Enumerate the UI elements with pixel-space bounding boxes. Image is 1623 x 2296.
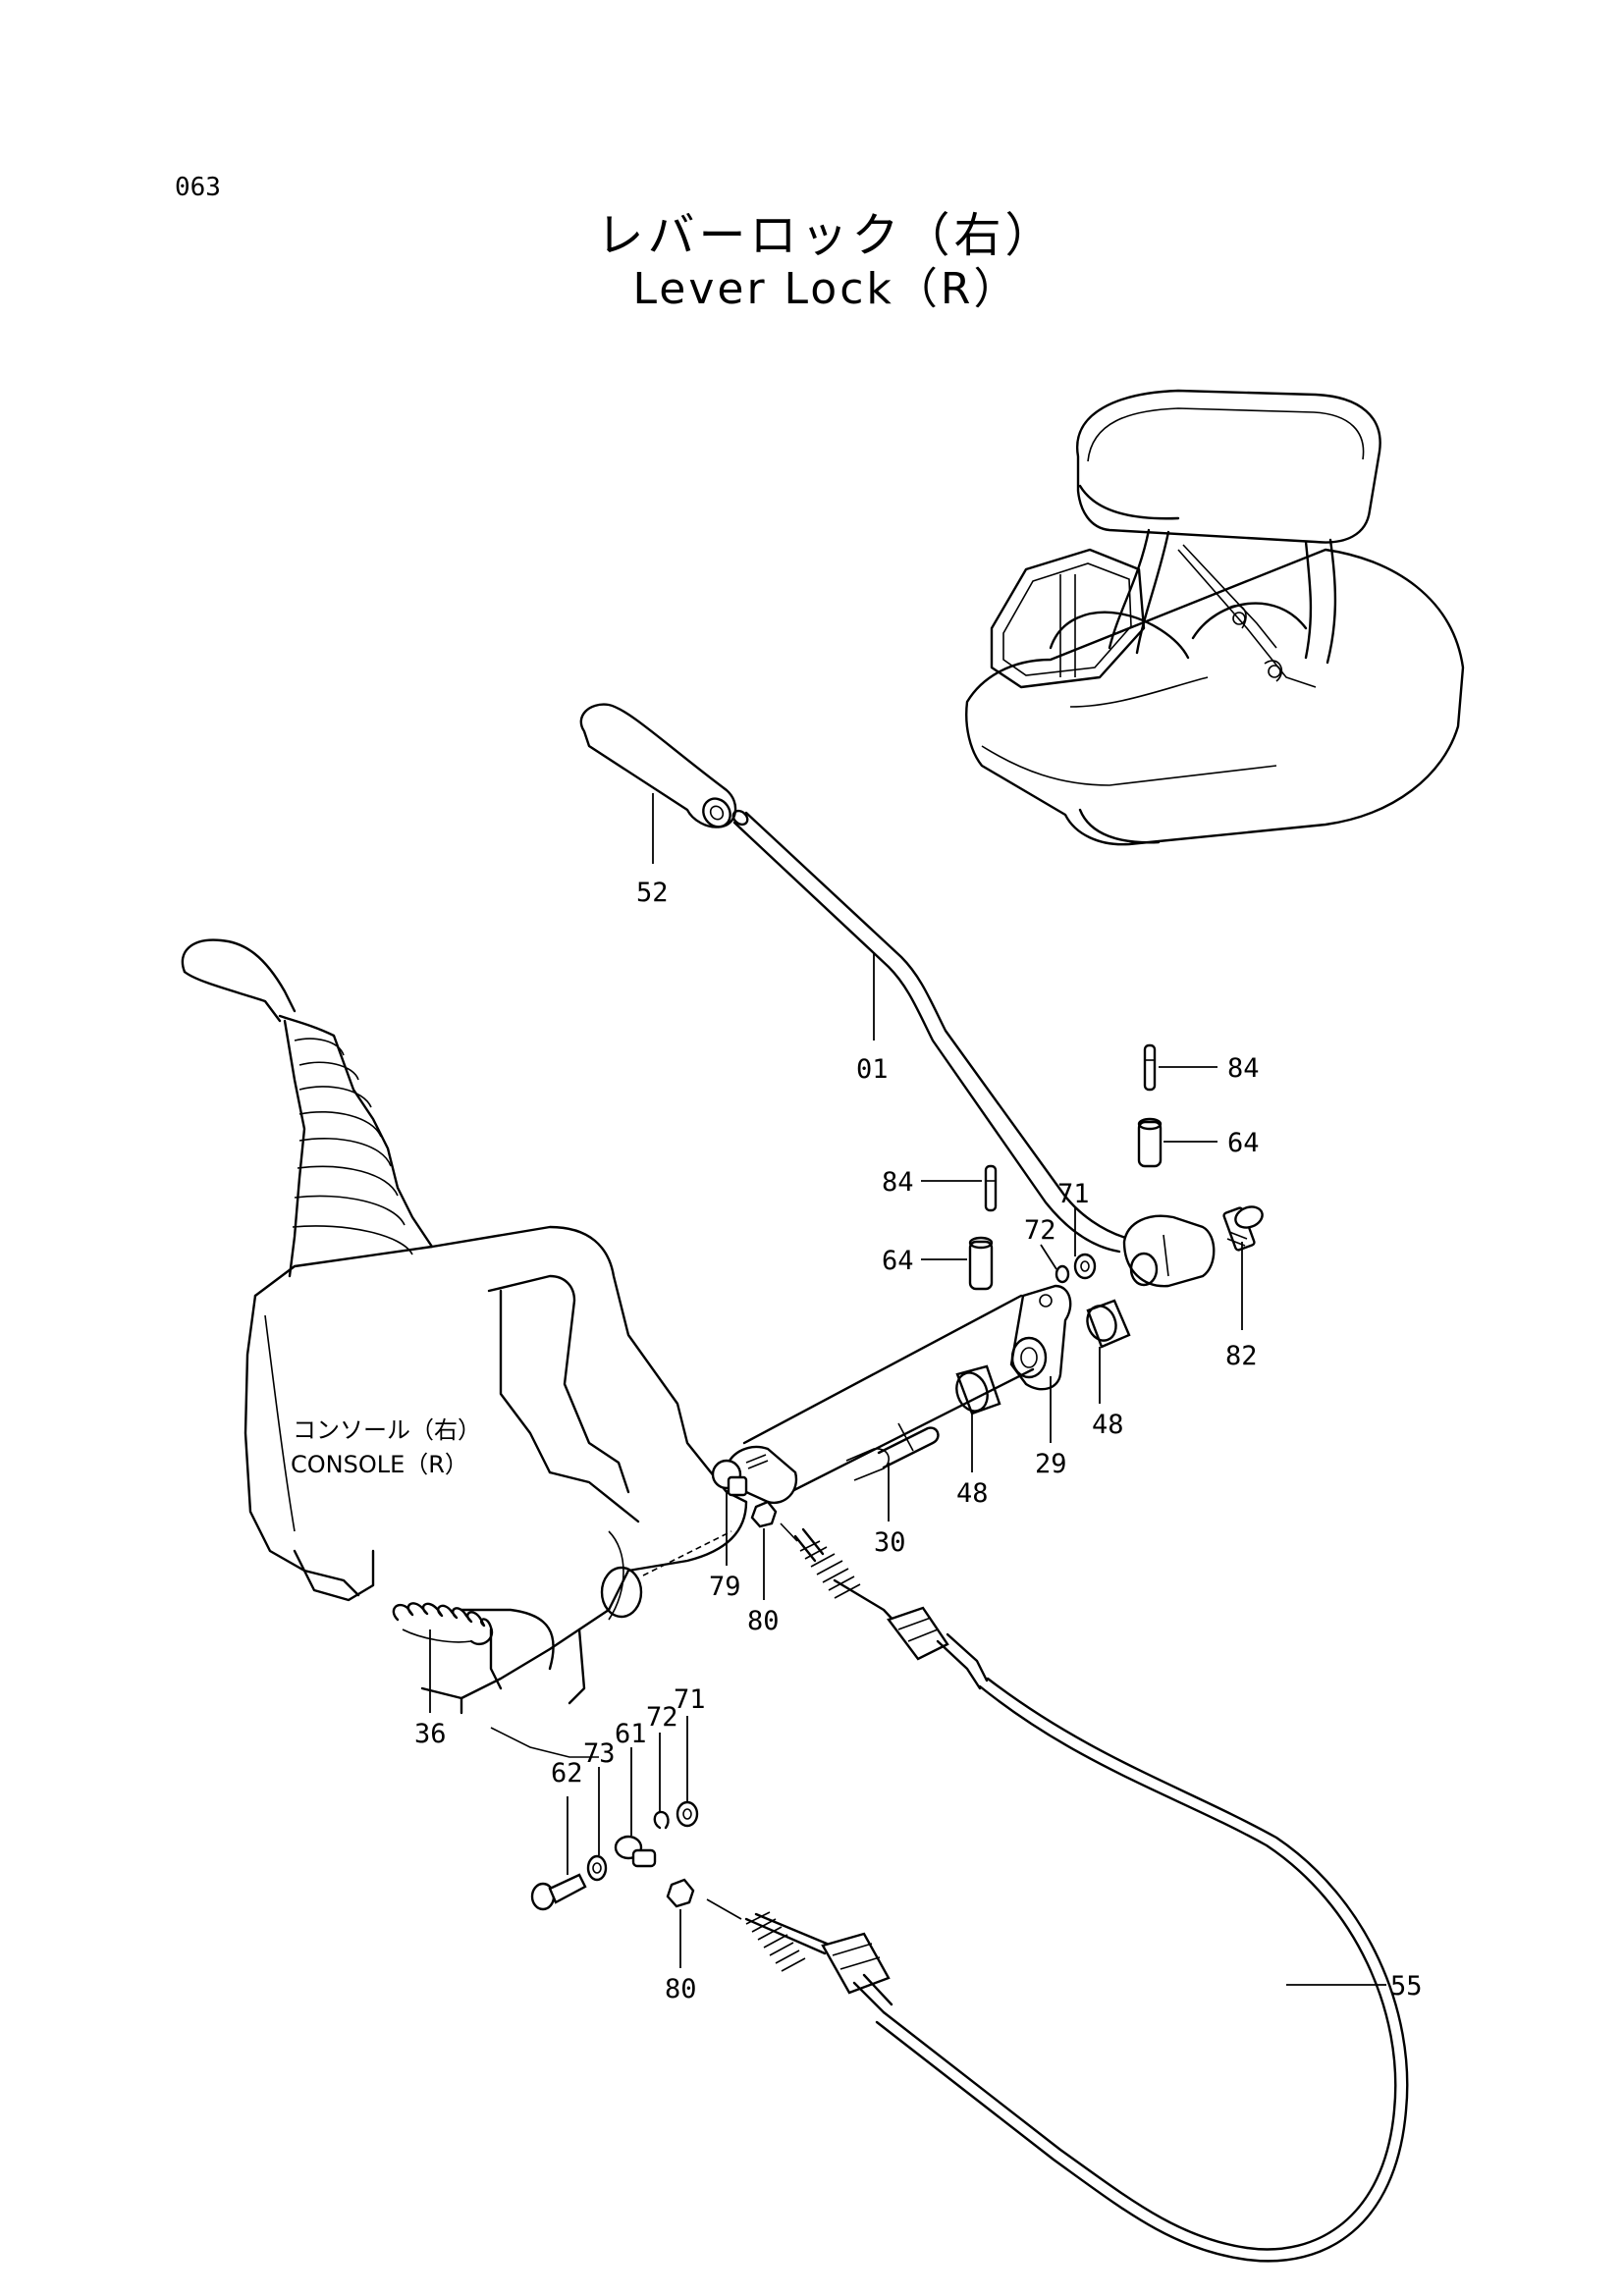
console-illustration — [181, 938, 748, 1758]
page-number: 063 — [175, 173, 221, 202]
machine-overview-illustration — [965, 389, 1465, 846]
part-label-73: 73 — [583, 1738, 616, 1769]
nut-71-lower — [676, 1800, 699, 1828]
washer-72-upper — [1055, 1264, 1070, 1284]
part-label-62: 62 — [551, 1758, 583, 1789]
bushing-64-lower — [968, 1236, 994, 1291]
part-label-72-upper: 72 — [1024, 1215, 1056, 1246]
part-label-01: 01 — [856, 1054, 889, 1085]
part-label-71-upper: 71 — [1057, 1179, 1090, 1209]
part-label-30: 30 — [874, 1527, 906, 1558]
part-label-64-lower: 64 — [882, 1246, 914, 1276]
part-label-36: 36 — [414, 1719, 447, 1749]
part-label-55: 55 — [1390, 1971, 1423, 2002]
ball-joint-79 — [711, 1454, 769, 1497]
part-label-48-right: 48 — [1092, 1410, 1124, 1440]
part-label-84-upper: 84 — [1227, 1053, 1260, 1084]
part-label-48-left: 48 — [956, 1478, 989, 1509]
nut-80-upper — [750, 1500, 778, 1528]
console-label-english: CONSOLE（R） — [291, 1451, 468, 1478]
washer-73 — [586, 1854, 608, 1882]
part-label-64-upper: 64 — [1227, 1128, 1260, 1158]
ball-joint-61 — [614, 1835, 657, 1868]
console-label-japanese: コンソール（右） — [293, 1416, 481, 1444]
bushing-48-right — [1086, 1299, 1131, 1349]
plate-29 — [1009, 1284, 1072, 1391]
spring-36 — [392, 1602, 494, 1646]
cable-55 — [706, 1522, 1409, 2263]
washer-72-lower — [653, 1810, 670, 1830]
part-label-72-lower: 72 — [646, 1702, 678, 1733]
part-label-71-lower: 71 — [674, 1684, 706, 1715]
nut-80-lower — [666, 1878, 695, 1908]
lever-bracket — [1122, 1214, 1216, 1288]
part-label-82: 82 — [1225, 1341, 1258, 1371]
part-label-80-upper: 80 — [747, 1606, 780, 1636]
bolt-82 — [1222, 1205, 1264, 1252]
part-label-61: 61 — [615, 1719, 647, 1749]
leader-lines — [429, 793, 1386, 1986]
bolt-62 — [530, 1873, 587, 1911]
part-label-80-lower: 80 — [665, 1974, 697, 2004]
part-label-29: 29 — [1035, 1449, 1067, 1479]
grip-52 — [579, 703, 737, 828]
nut-71-upper — [1073, 1253, 1097, 1280]
page-title-english: Lever Lock（R） — [632, 264, 1020, 314]
part-label-52: 52 — [636, 878, 669, 908]
page-title-japanese: レバーロック（右） — [596, 208, 1056, 263]
lever-rod-01 — [731, 809, 1131, 1254]
part-label-79: 79 — [709, 1572, 741, 1602]
pin-84-upper — [1143, 1043, 1157, 1092]
pin-84-lower — [984, 1164, 998, 1212]
part-label-84-lower: 84 — [882, 1167, 914, 1198]
bushing-64-upper — [1137, 1117, 1163, 1168]
